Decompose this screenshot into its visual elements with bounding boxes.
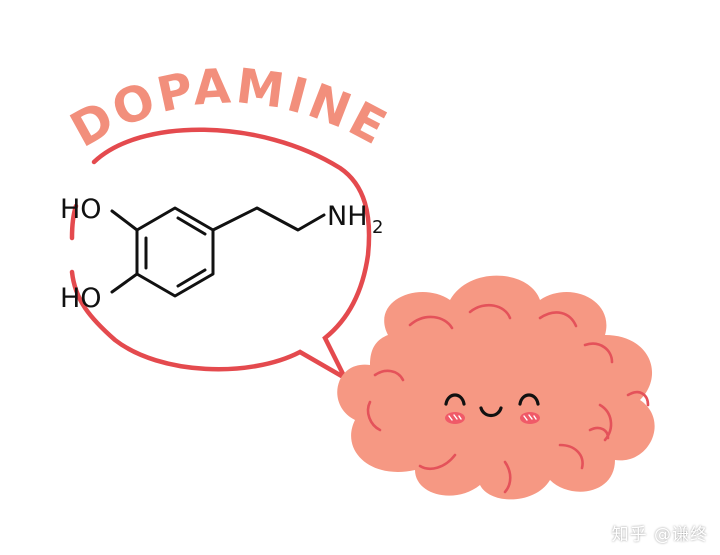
brain-body — [337, 275, 655, 500]
left-eye — [444, 393, 466, 406]
amine-label: NH — [327, 201, 368, 232]
side-chain — [211, 206, 326, 232]
bond-ho-bottom — [110, 272, 139, 294]
smile — [479, 406, 503, 418]
smiling-brain-icon — [337, 275, 655, 500]
watermark-text: 知乎 @谦终 — [611, 525, 708, 545]
cheeks — [445, 412, 540, 424]
hydroxyl-bottom-label: HO — [60, 283, 102, 314]
amine-subscript: 2 — [372, 217, 383, 238]
left-cheek — [445, 412, 465, 424]
benzene-ring — [135, 206, 215, 298]
hydroxyl-top-label: HO — [60, 194, 102, 225]
molecule-structure — [110, 206, 326, 298]
title-text: DOPAMINE — [61, 58, 397, 159]
speech-bubble — [69, 127, 372, 384]
right-cheek — [520, 412, 540, 424]
right-eye — [518, 393, 540, 406]
bond-ho-top — [110, 209, 139, 232]
